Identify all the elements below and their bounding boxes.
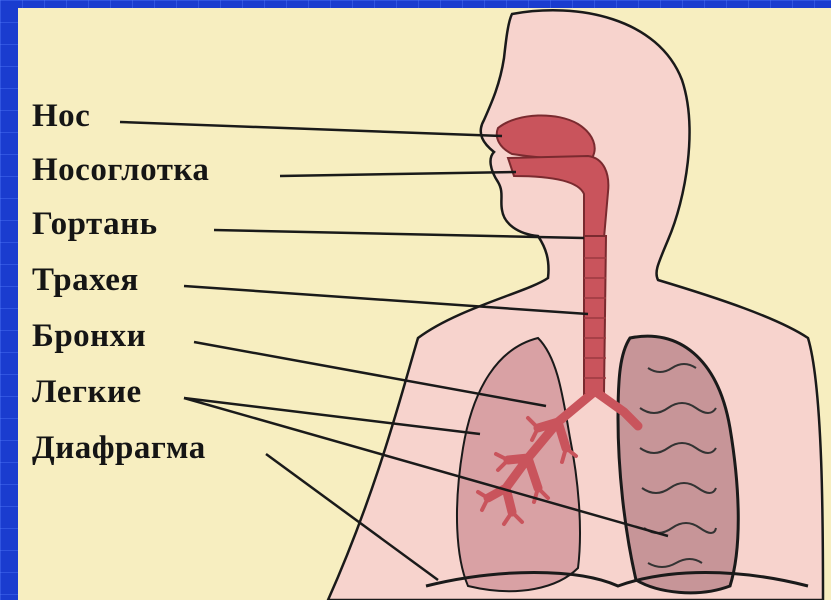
respiratory-system-illustration [18, 8, 831, 600]
leader-nasopharynx [280, 172, 516, 176]
label-diaphragm: Диафрагма [32, 432, 206, 465]
label-nose: Нос [32, 100, 90, 133]
label-nasopharynx: Носоглотка [32, 154, 209, 187]
label-trachea: Трахея [32, 264, 139, 297]
diagram-panel: Нос Носоглотка Гортань Трахея Бронхи Лег… [18, 8, 831, 600]
label-bronchi: Бронхи [32, 320, 146, 353]
label-lungs: Легкие [32, 376, 142, 409]
label-larynx: Гортань [32, 208, 158, 241]
leader-nose [120, 122, 502, 136]
